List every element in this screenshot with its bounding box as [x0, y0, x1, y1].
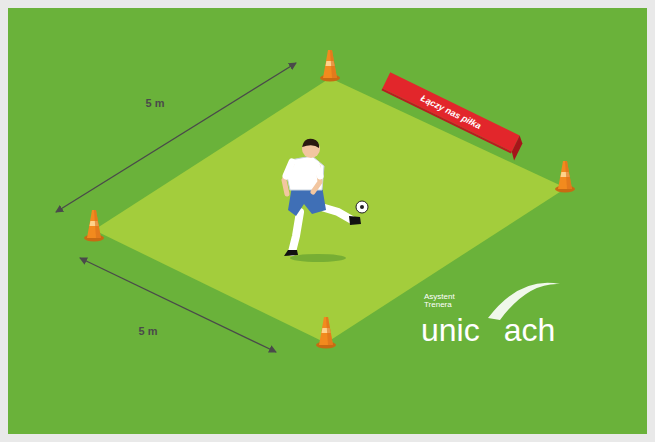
dimension-label: 5 m — [139, 325, 158, 338]
dimension-label: 5 m — [146, 97, 165, 110]
logo-subtitle: Asystent Trenera — [424, 293, 466, 309]
logo-word: unic — [421, 312, 480, 349]
logo-word: ach — [504, 312, 556, 349]
